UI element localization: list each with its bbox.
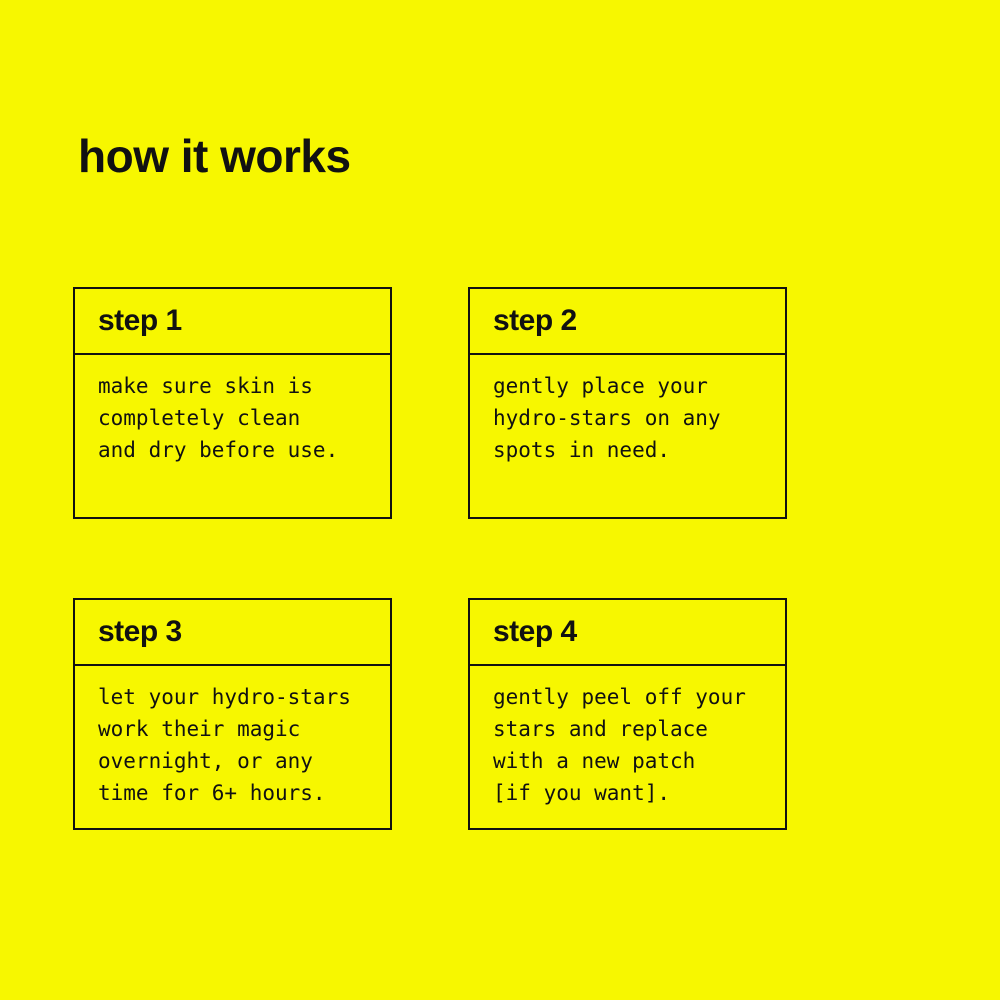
step-card-4-header: step 4 (470, 600, 785, 666)
step-2-label: step 2 (493, 304, 577, 337)
page-title: how it works (78, 129, 351, 182)
step-4-body: gently peel off your stars and replace w… (493, 685, 746, 805)
step-card-3-header: step 3 (75, 600, 390, 666)
step-2-body: gently place your hydro-stars on any spo… (493, 374, 721, 462)
step-4-label: step 4 (493, 615, 577, 648)
step-card-3: step 3 let your hydro-stars work their m… (73, 598, 392, 830)
step-card-1-header: step 1 (75, 289, 390, 355)
step-3-label: step 3 (98, 615, 182, 648)
step-1-body: make sure skin is completely clean and d… (98, 374, 339, 462)
step-card-2: step 2 gently place your hydro-stars on … (468, 287, 787, 519)
step-card-1: step 1 make sure skin is completely clea… (73, 287, 392, 519)
step-3-body: let your hydro-stars work their magic ov… (98, 685, 351, 805)
step-card-4: step 4 gently peel off your stars and re… (468, 598, 787, 830)
step-1-label: step 1 (98, 304, 182, 337)
step-card-2-header: step 2 (470, 289, 785, 355)
